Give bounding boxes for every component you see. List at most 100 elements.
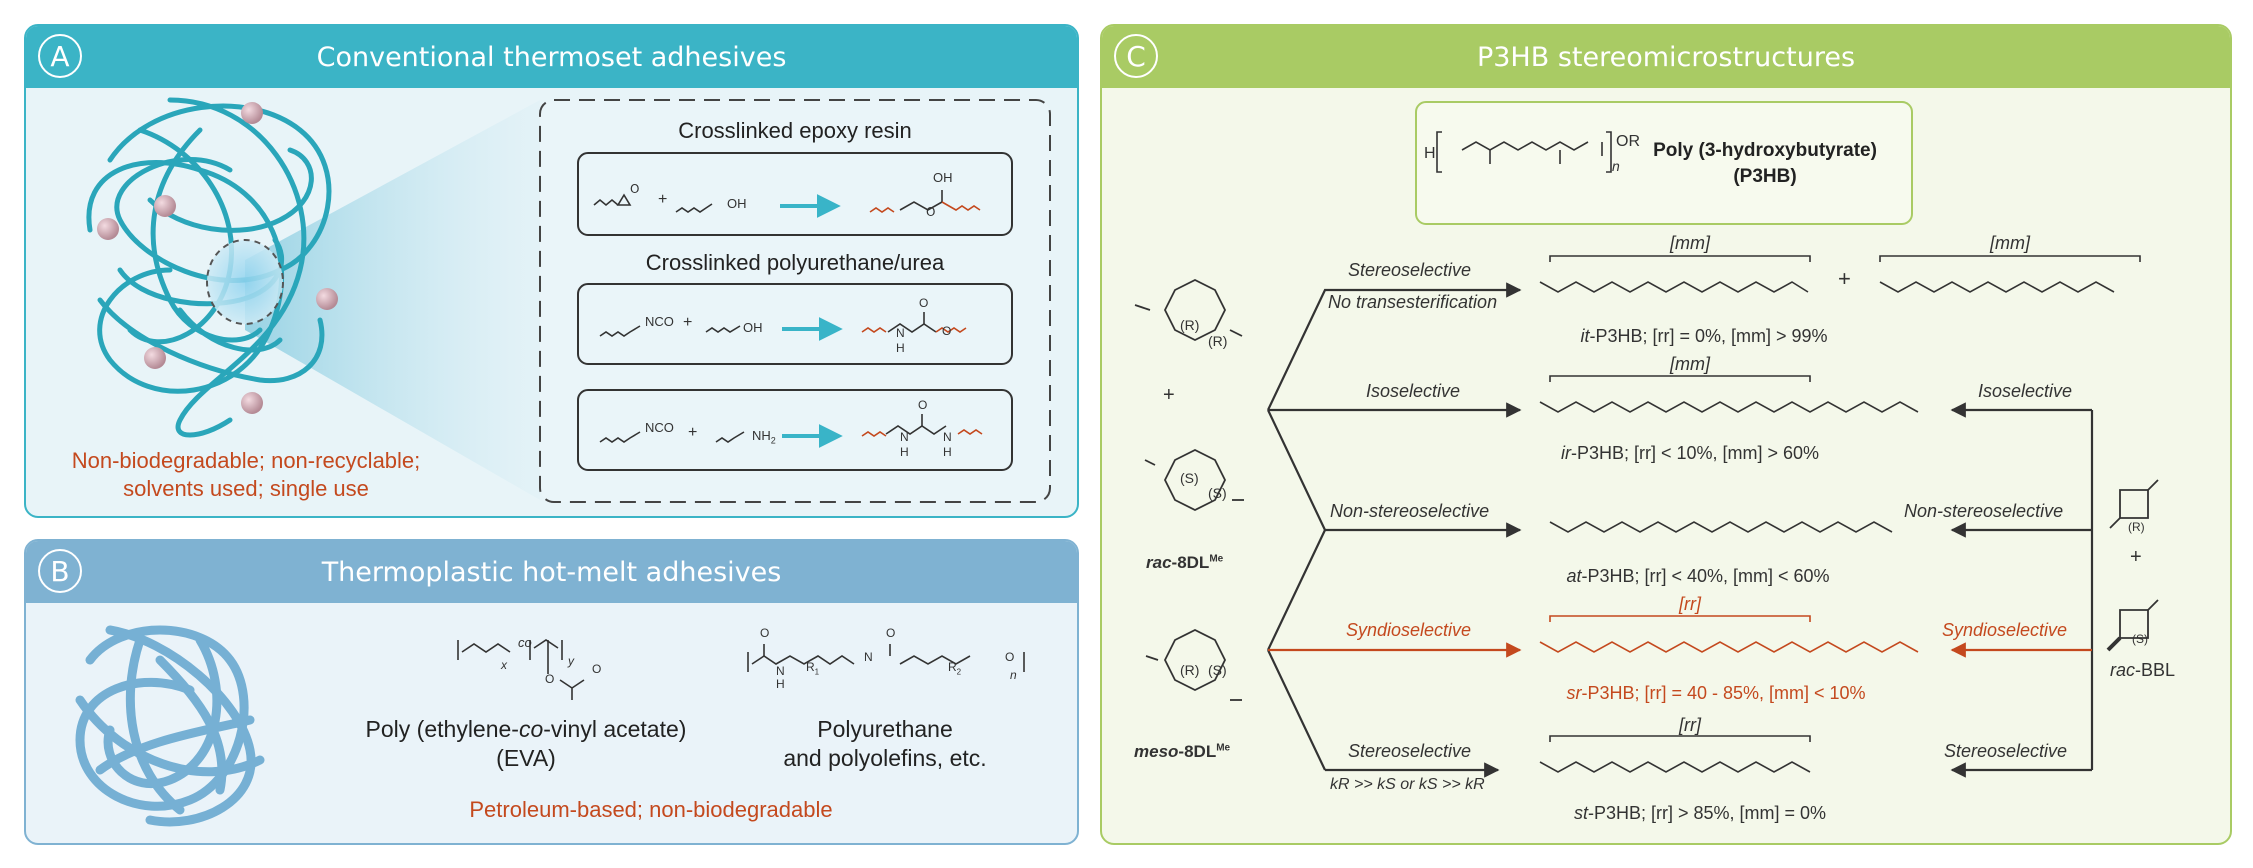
panel-a-badge: A [38, 34, 82, 78]
pu-name-1: Polyurethane [817, 716, 953, 742]
route-2-desc: ir-P3HB; [rr] < 10%, [mm] > 60% [1560, 443, 1820, 463]
pu-product-n: N [896, 326, 905, 340]
pu-title: Crosslinked polyurethane/urea [645, 250, 945, 275]
panel-b-note: Petroleum-based; non-biodegradable [469, 797, 833, 822]
panel-c-title: P3HB stereomicrostructures [1476, 41, 1856, 73]
p3hb-name-2: (P3HB) [1733, 166, 1797, 187]
pu-n: n [1010, 668, 1017, 682]
pu-nh1: N [776, 664, 785, 678]
p3hb-h: H [1424, 145, 1436, 162]
urea-product-o: O [918, 398, 928, 412]
pu-product-h: H [896, 341, 905, 355]
urea-reaction [599, 414, 983, 443]
pu-h1: H [776, 677, 785, 691]
route-1-plus: + [1838, 266, 1851, 291]
pu-nco: NCO [645, 314, 674, 329]
bbl-s: (S) [2132, 632, 2148, 646]
left-branches [1267, 282, 1522, 778]
zoom-spot [207, 240, 283, 324]
bbl-rings [2106, 479, 2159, 652]
panel-a-note-2: solvents used; single use [123, 476, 369, 501]
pu-o-chain: O [1005, 650, 1015, 664]
pu-o-top2: O [886, 626, 896, 640]
p3hb-structure [1436, 131, 1612, 173]
polymer-chains [1539, 255, 2141, 773]
epoxy-title: Crosslinked epoxy resin [678, 118, 912, 143]
urea-product-n1: N [900, 430, 909, 444]
route-4-bracket: [rr] [1679, 594, 1701, 614]
eva-o2: O [592, 662, 602, 676]
epoxy-plus: + [658, 191, 668, 208]
thermoplastic-coil [75, 625, 265, 827]
epoxy-oh: OH [727, 196, 747, 211]
rac-bbl-label: rac-BBL [2110, 660, 2176, 680]
rac-8dl-s1: (S) [1180, 470, 1199, 486]
meso-8dl-label: meso-8DLMe [1134, 742, 1231, 761]
svg-text:O: O [926, 205, 935, 219]
route-5-left-label-2: kR >> kS or kS >> kR [1330, 776, 1485, 793]
rac-8dl-rings [1134, 278, 1244, 701]
route-3-desc: at-P3HB; [rr] < 40%, [mm] < 60% [1566, 566, 1830, 586]
route-4-right-label: Syndioselective [1942, 620, 2068, 640]
pu-product-o: O [919, 296, 929, 310]
route-4-desc: sr-P3HB; [rr] = 40 - 85%, [mm] < 10% [1566, 683, 1866, 703]
route-1-bracket-2: [mm] [1990, 233, 2030, 253]
eva-name-2: (EVA) [496, 745, 556, 771]
urea-nco: NCO [645, 420, 674, 435]
zoom-box [539, 99, 1051, 503]
urea-nh2: NH2 [752, 428, 776, 446]
route-1-desc: it-P3HB; [rr] = 0%, [mm] > 99% [1580, 326, 1828, 346]
pu-product-o2: O [942, 324, 952, 338]
panel-b-header: B Thermoplastic hot-melt adhesives [26, 541, 1077, 603]
route-2-bracket: [mm] [1670, 354, 1710, 374]
pu-oh: OH [743, 320, 763, 335]
eva-co: co [518, 635, 532, 650]
route-5-bracket: [rr] [1679, 715, 1701, 735]
rac-8dl-r2: (R) [1208, 333, 1228, 349]
route-4-left-label: Syndioselective [1346, 620, 1472, 640]
pu-r2: R2 [948, 660, 962, 677]
zoom-circle [206, 239, 284, 325]
pu-structure [747, 644, 1025, 672]
route-5-left-label-1: Stereoselective [1348, 741, 1472, 761]
pu-nh2: N [864, 650, 873, 664]
eva-o: O [545, 672, 555, 686]
meso-8dl-r: (R) [1180, 662, 1200, 678]
eva-name-1: Poly (ethylene-co-vinyl acetate) [365, 716, 687, 742]
zoom-beam [245, 100, 540, 500]
urea-reaction-box [577, 389, 1013, 471]
eva-x: x [501, 658, 507, 672]
panel-b-title: Thermoplastic hot-melt adhesives [321, 556, 782, 588]
route-1-left-label-2: No transesterification [1328, 292, 1498, 312]
route-3-right-label: Non-stereoselective [1904, 501, 2064, 521]
route-5-desc: st-P3HB; [rr] > 85%, [mm] = 0% [1573, 803, 1827, 823]
pu-reaction-box [577, 283, 1013, 365]
panel-c-badge: C [1114, 34, 1158, 78]
p3hb-name-1: Poly (3-hydroxybutyrate) [1653, 140, 1877, 161]
rac-8dl-s2: (S) [1208, 485, 1227, 501]
route-5-right-label: Stereoselective [1944, 741, 2068, 761]
urea-plus: + [688, 424, 698, 441]
pu-r1: R1 [806, 660, 820, 677]
pu-name-2: and polyolefins, etc. [783, 745, 987, 771]
route-1-bracket: [mm] [1670, 233, 1710, 253]
pu-plus: + [683, 314, 693, 331]
panel-b-badge: B [38, 549, 82, 593]
epoxy-o-label: O [630, 182, 639, 196]
p3hb-box [1415, 101, 1913, 225]
rac-8dl-r1: (R) [1180, 317, 1200, 333]
panel-a-header: A Conventional thermoset adhesives [26, 26, 1077, 88]
route-1-left-label-1: Stereoselective [1348, 260, 1472, 280]
p3hb-n: n [1612, 158, 1620, 174]
rac-plus: + [1163, 384, 1175, 406]
panel-a-title: Conventional thermoset adhesives [316, 41, 787, 73]
pu-reaction [599, 312, 967, 337]
eva-structure [457, 639, 585, 700]
urea-product-h2: H [943, 445, 952, 459]
pu-o-top1: O [760, 626, 770, 640]
urea-product-h1: H [900, 445, 909, 459]
meso-8dl-s: (S) [1208, 662, 1227, 678]
